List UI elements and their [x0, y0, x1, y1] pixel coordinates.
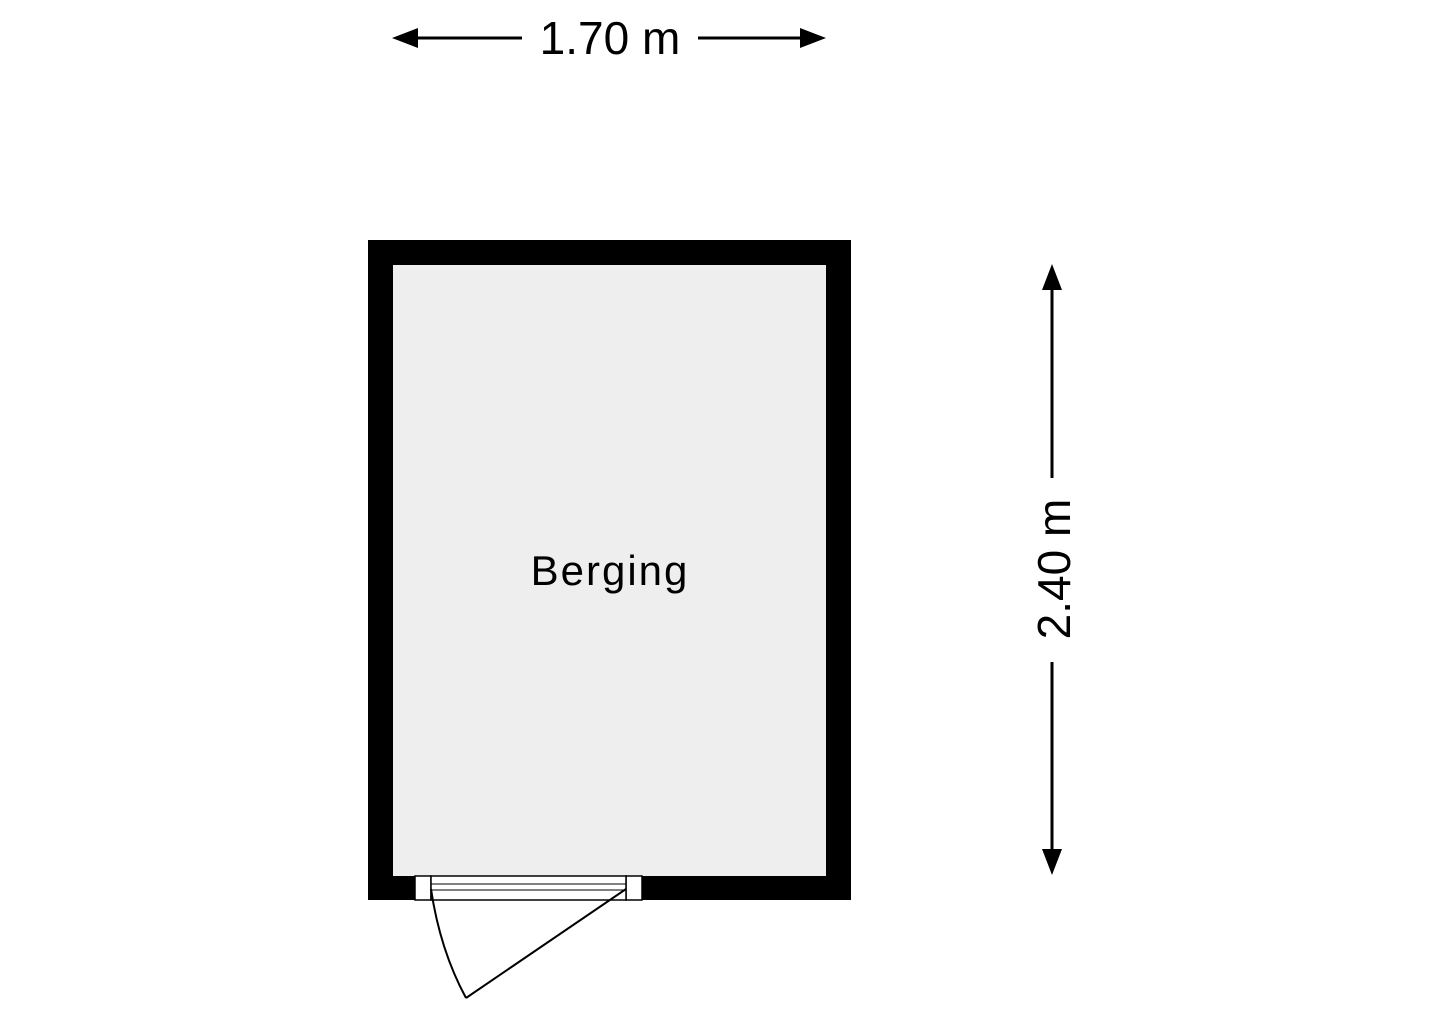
height-dimension: 2.40 m [1028, 264, 1080, 875]
height-dimension-label: 2.40 m [1028, 499, 1080, 640]
door-leaf [465, 888, 627, 999]
door-threshold [430, 875, 627, 901]
room-label: Berging [531, 547, 690, 594]
width-dimension: 1.70 m [392, 12, 826, 64]
door [414, 875, 643, 999]
width-arrow-left-icon [392, 28, 418, 48]
height-arrow-top-icon [1042, 264, 1062, 290]
width-dimension-label: 1.70 m [540, 12, 681, 64]
height-arrow-bottom-icon [1042, 849, 1062, 875]
door-swing-arc [430, 888, 467, 999]
room-floor [393, 265, 826, 876]
width-arrow-right-icon [800, 28, 826, 48]
door-frame-left [414, 875, 432, 901]
door-frame-right [625, 875, 643, 901]
